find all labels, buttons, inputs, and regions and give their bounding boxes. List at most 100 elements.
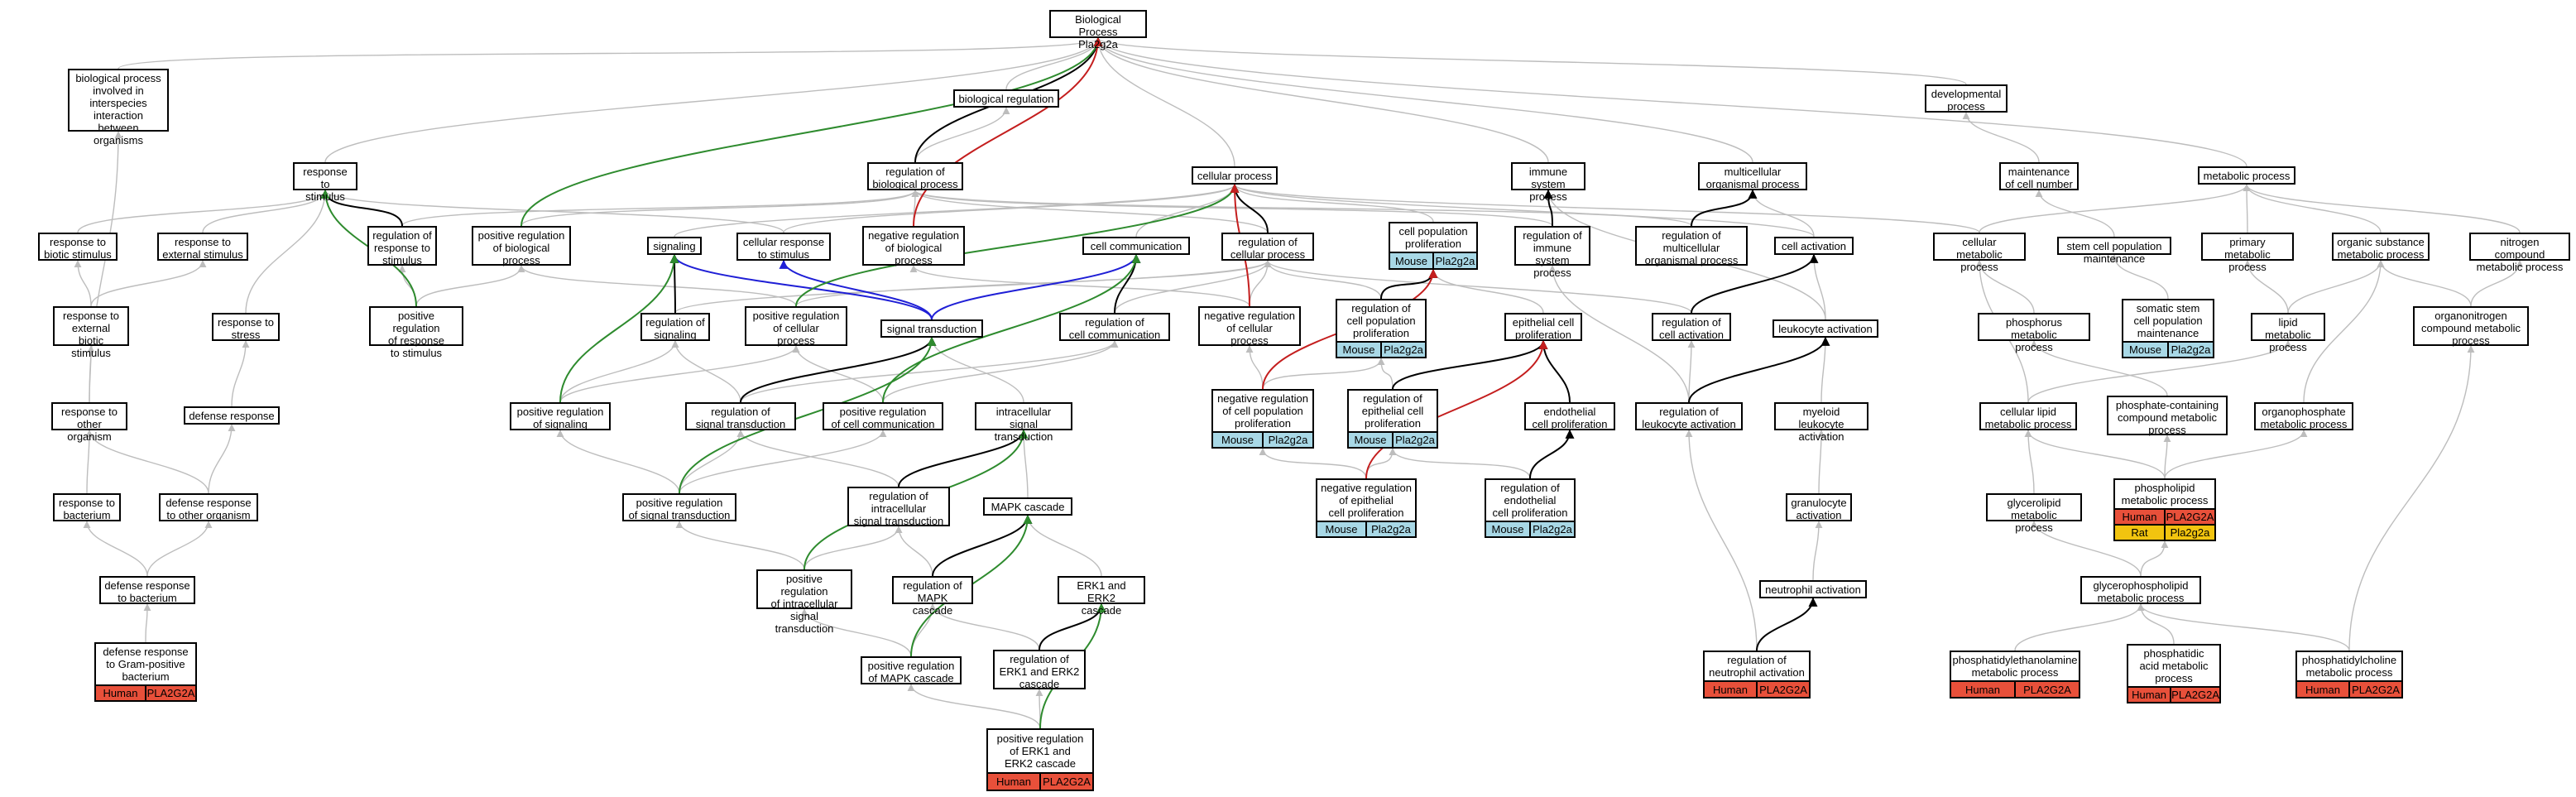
go-term-pos-reg-erk[interactable]: positive regulation of ERK1 and ERK2 cas…	[986, 728, 1094, 791]
go-term-resp-bacterium[interactable]: response to bacterium	[53, 493, 121, 521]
go-term-reg-erk[interactable]: regulation of ERK1 and ERK2 cascade	[993, 650, 1086, 690]
go-term-defense-resp-bacterium[interactable]: defense response to bacterium	[99, 576, 195, 604]
go-term-neg-reg-cell-pop-prolif[interactable]: negative regulation of cell population p…	[1211, 389, 1314, 449]
edge-regulates	[1688, 336, 1830, 403]
go-term-reg-endothelial-prolif[interactable]: regulation of endothelial cell prolifera…	[1485, 478, 1576, 538]
go-term-pos-reg-cell-comm[interactable]: positive regulation of cell communicatio…	[823, 402, 943, 430]
go-term-defense-gram-pos[interactable]: defense response to Gram-positive bacter…	[94, 642, 197, 702]
edge-is-a	[1245, 345, 1264, 390]
go-term-pos-reg-bio[interactable]: positive regulation of biological proces…	[472, 226, 571, 266]
go-term-label: positive regulation of ERK1 and ERK2 cas…	[996, 732, 1084, 770]
go-term-reg-resp-stim[interactable]: regulation of response to stimulus	[367, 226, 437, 266]
go-term-reg-epithelial-prolif[interactable]: regulation of epithelial cell proliferat…	[1347, 389, 1438, 449]
go-term-label: regulation of response to stimulus	[372, 229, 432, 266]
go-term-neg-reg-bio[interactable]: negative regulation of biological proces…	[862, 226, 965, 266]
go-term-reg-mapk[interactable]: regulation of MAPK cascade	[892, 576, 973, 617]
go-term-somatic-stem[interactable]: somatic stem cell population maintenance…	[2122, 299, 2214, 358]
go-term-reg-intracell-signal[interactable]: regulation of intracellular signal trans…	[847, 487, 950, 527]
go-term-leukocyte-activation[interactable]: leukocyte activation	[1772, 319, 1878, 338]
edge-is-a	[77, 190, 329, 233]
go-term-org-subst[interactable]: organic substance metabolic process	[2332, 233, 2430, 261]
go-term-glycerolipid-metabolic[interactable]: glycerolipid metabolic process	[1986, 493, 2082, 534]
go-term-immune[interactable]: immune system process	[1511, 162, 1585, 203]
go-term-resp-biotic[interactable]: response to biotic stimulus	[38, 233, 118, 261]
go-term-pos-reg-resp-stim[interactable]: positive regulation of response to stimu…	[369, 306, 463, 359]
go-term-reg-signal-trans[interactable]: regulation of signal transduction	[685, 402, 796, 430]
go-term-reg-cell-pop-prolif[interactable]: regulation of cell population proliferat…	[1336, 299, 1427, 358]
go-term-reg-multicell[interactable]: regulation of multicellular organismal p…	[1635, 226, 1748, 266]
go-term-label: defense response to bacterium	[104, 579, 190, 604]
go-term-cell-metabolic[interactable]: cellular metabolic process	[1933, 233, 2026, 273]
go-term-pos-reg-intracell-signal[interactable]: positive regulation of intracellular sig…	[756, 569, 852, 635]
go-term-mapk[interactable]: MAPK cascade	[983, 497, 1072, 516]
go-term-reg-cell-activation[interactable]: regulation of cell activation	[1652, 313, 1731, 341]
go-term-granulocyte-activation[interactable]: granulocyte activation	[1786, 493, 1852, 521]
edge-is-a	[914, 107, 1010, 163]
go-term-organophosphate[interactable]: organophosphate metabolic process	[2254, 402, 2353, 430]
go-term-defense-resp-other[interactable]: defense response to other organism	[159, 493, 258, 521]
go-term-reg-immune[interactable]: regulation of immune system process	[1514, 226, 1590, 279]
go-term-bp-interspecies[interactable]: biological process involved in interspec…	[68, 69, 169, 146]
go-term-phosphatidylethanolamine[interactable]: phosphatidylethanolamine metabolic proce…	[1950, 651, 2080, 699]
go-term-resp-stress[interactable]: response to stress	[212, 313, 280, 341]
go-term-glycerophospholipid[interactable]: glycerophospholipid metabolic process	[2080, 576, 2201, 604]
go-term-cell-activation[interactable]: cell activation	[1774, 237, 1854, 255]
go-term-pos-reg-cellular[interactable]: positive regulation of cellular process	[745, 306, 847, 347]
go-term-reg-signaling[interactable]: regulation of signaling	[640, 313, 710, 341]
go-term-maint-cell-num[interactable]: maintenance of cell number	[1999, 162, 2079, 190]
go-term-reg-cellular[interactable]: regulation of cellular process	[1221, 233, 1314, 261]
go-term-pos-reg-signal-trans[interactable]: positive regulation of signal transducti…	[622, 493, 736, 521]
go-term-bp[interactable]: Biological Process Pla2g2a	[1049, 10, 1147, 50]
go-term-multicell[interactable]: multicellular organismal process	[1698, 162, 1807, 190]
go-term-stem-maint[interactable]: stem cell population maintenance	[2057, 237, 2171, 265]
go-term-neg-reg-epithelial-prolif[interactable]: negative regulation of epithelial cell p…	[1316, 478, 1417, 538]
go-term-phosphorus-metabolic[interactable]: phosphorus metabolic process	[1978, 313, 2090, 353]
go-term-signaling[interactable]: signaling	[647, 237, 702, 255]
go-term-defense-resp[interactable]: defense response	[184, 406, 280, 425]
go-term-developmental[interactable]: developmental process	[1925, 84, 2008, 113]
go-term-reg-bio[interactable]: regulation of biological process	[867, 162, 963, 190]
go-term-epithelial-prolif[interactable]: epithelial cell proliferation	[1504, 313, 1582, 341]
edge-is-a	[2470, 260, 2524, 307]
go-term-cellular[interactable]: cellular process	[1192, 166, 1278, 185]
go-term-resp-external[interactable]: response to external stimulus	[157, 233, 248, 261]
go-term-resp-stim[interactable]: response to stimulus	[293, 162, 357, 203]
edge-is-a	[1230, 184, 1815, 238]
go-term-label: multicellular organismal process	[1705, 166, 1800, 190]
go-term-reg-leukocyte-activation[interactable]: regulation of leukocyte activation	[1635, 402, 1743, 430]
go-term-erk-cascade[interactable]: ERK1 and ERK2 cascade	[1058, 576, 1145, 617]
go-term-metabolic[interactable]: metabolic process	[2198, 166, 2295, 185]
go-term-myeloid-activation[interactable]: myeloid leukocyte activation	[1774, 402, 1868, 443]
species-label: Human	[2305, 683, 2340, 696]
go-term-label: granulocyte activation	[1791, 497, 1847, 521]
go-term-phosphate-metabolic[interactable]: phosphate-containing compound metabolic …	[2107, 396, 2228, 436]
go-term-lipid-metabolic[interactable]: lipid metabolic process	[2251, 313, 2325, 353]
go-term-label: signal transduction	[886, 323, 977, 335]
edge-is-a	[1685, 430, 1758, 651]
go-term-bio-reg[interactable]: biological regulation	[953, 89, 1059, 108]
go-term-cell-comm[interactable]: cell communication	[1082, 237, 1190, 255]
go-term-organonitrogen[interactable]: organonitrogen compound metabolic proces…	[2413, 306, 2529, 347]
go-term-primary-metabolic[interactable]: primary metabolic process	[2201, 233, 2294, 273]
go-term-neutrophil-activation[interactable]: neutrophil activation	[1759, 580, 1867, 598]
go-term-signal-trans[interactable]: signal transduction	[880, 319, 983, 338]
go-term-pos-reg-mapk[interactable]: positive regulation of MAPK cascade	[861, 656, 962, 684]
go-term-reg-cell-comm[interactable]: regulation of cell communication	[1059, 313, 1170, 341]
go-term-nitrogen[interactable]: nitrogen compound metabolic process	[2469, 233, 2570, 273]
go-term-endothelial-prolif[interactable]: endothelial cell proliferation	[1524, 402, 1615, 430]
go-term-cell-lipid-metabolic[interactable]: cellular lipid metabolic process	[1979, 402, 2077, 430]
go-term-resp-other-org[interactable]: response to other organism	[51, 402, 127, 443]
go-term-label: positive regulation of response to stimu…	[388, 310, 444, 359]
go-term-intracell-signal[interactable]: intracellular signal transduction	[975, 402, 1072, 443]
go-term-neg-reg-cellular[interactable]: negative regulation of cellular process	[1198, 306, 1301, 347]
go-term-cell-resp-stim[interactable]: cellular response to stimulus	[736, 233, 831, 261]
go-term-resp-ext-biotic[interactable]: response to external biotic stimulus	[53, 306, 129, 359]
go-term-pos-reg-signaling[interactable]: positive regulation of signaling	[510, 402, 611, 430]
go-term-label: negative regulation of epithelial cell p…	[1321, 482, 1412, 519]
